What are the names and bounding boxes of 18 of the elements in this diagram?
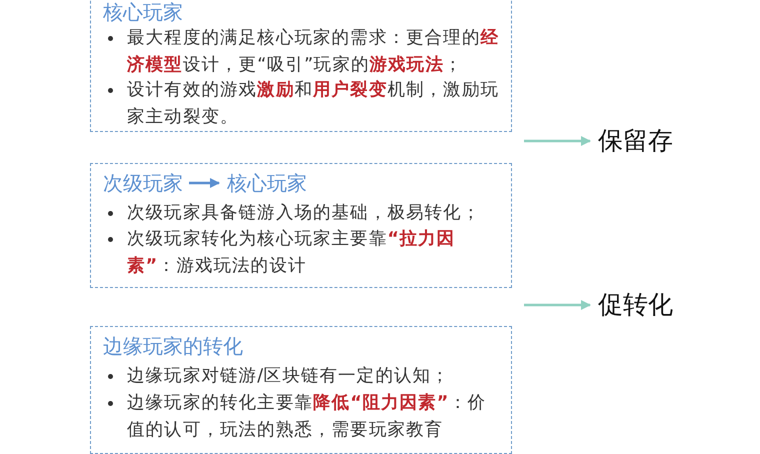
side-label: 促转化 — [598, 290, 673, 320]
heading: 核心玩家 — [103, 0, 183, 25]
bullet-text: 最大程度的满足核心玩家的需求：更合理的经济模型设计，更“吸引”玩家的游戏玩法； — [105, 25, 503, 78]
heading: 次级玩家 — [103, 170, 183, 196]
heading: 边缘玩家的转化 — [103, 333, 243, 359]
arrow — [524, 300, 591, 310]
bullet-text: 边缘玩家对链游/区块链有一定的认知； — [105, 363, 503, 390]
heading: 核心玩家 — [227, 170, 307, 196]
bullet-text: 设计有效的游戏激励和用户裂变机制，激励玩家主动裂变。 — [105, 77, 503, 130]
bullet-text: 次级玩家转化为核心玩家主要靠“拉力因素”：游戏玩法的设计 — [105, 226, 503, 279]
side-label: 保留存 — [598, 126, 673, 156]
bullet-text: 边缘玩家的转化主要靠降低“阻力因素”：价值的认可，玩法的熟悉，需要玩家教育 — [105, 390, 503, 443]
bullet-text: 次级玩家具备链游入场的基础，极易转化； — [105, 200, 503, 226]
dashed-box — [90, 0, 512, 132]
dashed-box — [90, 163, 512, 288]
arrow — [524, 136, 591, 146]
dashed-box — [90, 326, 512, 454]
arrow — [189, 178, 220, 188]
